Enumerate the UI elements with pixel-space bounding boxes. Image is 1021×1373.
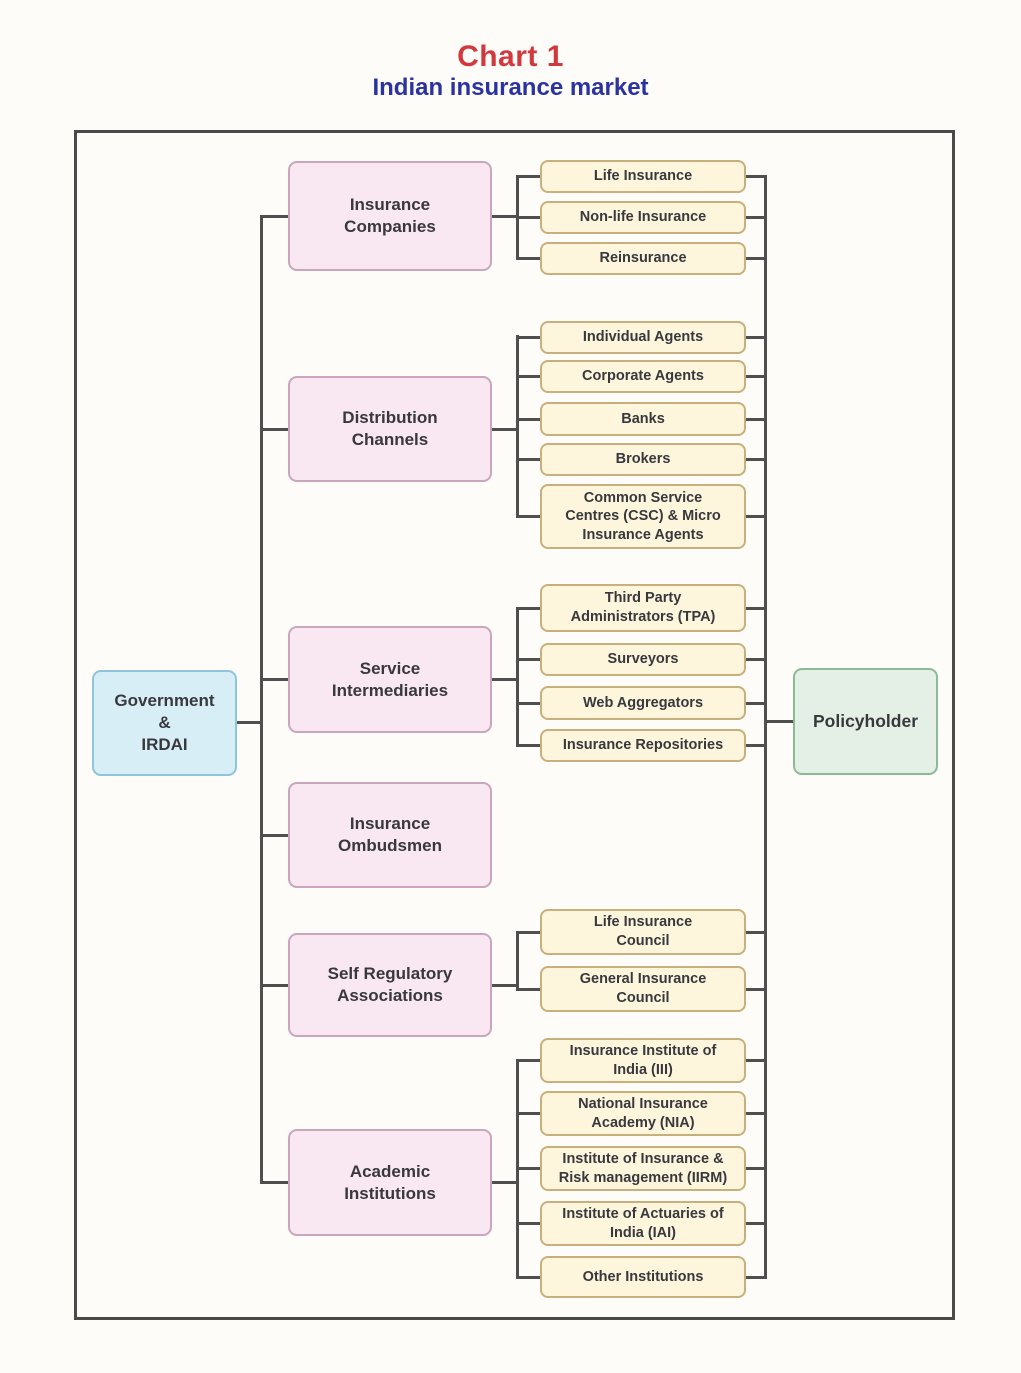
connector [516,216,540,219]
connector [746,1059,767,1062]
connector [746,458,767,461]
connector [746,988,767,991]
connector [492,1181,519,1184]
connector-rail [516,335,519,518]
connector [746,1112,767,1115]
connector [746,375,767,378]
connector [260,1181,288,1184]
connector [746,515,767,518]
leaf-corporate-agents: Corporate Agents [540,360,746,393]
connector [746,658,767,661]
node-academic-institutions: Academic Institutions [288,1129,492,1236]
node-policyholder: Policyholder [793,668,938,775]
leaf-insurance-institute-of-india: Insurance Institute of India (III) [540,1038,746,1083]
connector [516,931,540,934]
connector [746,257,767,260]
connector-sink [764,720,793,723]
connector [516,1059,540,1062]
connector [746,744,767,747]
connector-rail [516,607,519,747]
leaf-brokers: Brokers [540,443,746,476]
chart-title: Chart 1 [457,40,564,73]
chart-subtitle: Indian insurance market [372,74,649,101]
connector [260,428,288,431]
connector [516,458,540,461]
connector [260,678,288,681]
node-service-intermediaries: Service Intermediaries [288,626,492,733]
connector [746,931,767,934]
node-insurance-ombudsmen: Insurance Ombudsmen [288,782,492,888]
connector [516,1112,540,1115]
connector [746,1167,767,1170]
node-government-irdai: Government & IRDAI [92,670,237,776]
connector [746,175,767,178]
connector [516,175,540,178]
connector [746,336,767,339]
connector-collector [764,175,767,1279]
connector [492,984,519,987]
leaf-institute-insurance-risk-management: Institute of Insurance & Risk management… [540,1146,746,1191]
connector [260,984,288,987]
node-distribution-channels: Distribution Channels [288,376,492,482]
connector [746,418,767,421]
node-insurance-companies: Insurance Companies [288,161,492,271]
leaf-non-life-insurance: Non-life Insurance [540,201,746,234]
connector [516,1222,540,1225]
connector [492,215,519,218]
connector [516,1167,540,1170]
leaf-third-party-administrators: Third Party Administrators (TPA) [540,584,746,632]
connector-rail [516,931,519,991]
connector [492,428,519,431]
connector [516,257,540,260]
leaf-banks: Banks [540,402,746,436]
leaf-reinsurance: Reinsurance [540,242,746,275]
connector [260,834,288,837]
connector-trunk [260,215,263,1184]
connector [516,744,540,747]
leaf-insurance-repositories: Insurance Repositories [540,729,746,762]
connector [516,375,540,378]
connector [516,702,540,705]
connector [746,1222,767,1225]
leaf-general-insurance-council: General Insurance Council [540,966,746,1012]
connector [516,336,540,339]
connector [516,658,540,661]
leaf-common-service-centres: Common Service Centres (CSC) & Micro Ins… [540,484,746,549]
connector [516,418,540,421]
leaf-web-aggregators: Web Aggregators [540,686,746,720]
leaf-institute-of-actuaries: Institute of Actuaries of India (IAI) [540,1201,746,1246]
leaf-individual-agents: Individual Agents [540,321,746,354]
connector-root-trunk [237,721,263,724]
leaf-life-insurance: Life Insurance [540,160,746,193]
connector [492,678,519,681]
leaf-life-insurance-council: Life Insurance Council [540,909,746,955]
node-self-regulatory-associations: Self Regulatory Associations [288,933,492,1037]
connector [516,515,540,518]
connector [746,1276,767,1279]
connector [516,988,540,991]
leaf-surveyors: Surveyors [540,643,746,676]
connector [746,702,767,705]
connector [746,216,767,219]
diagram-frame [74,130,955,1320]
connector [746,607,767,610]
connector [260,215,288,218]
leaf-national-insurance-academy: National Insurance Academy (NIA) [540,1091,746,1136]
leaf-other-institutions: Other Institutions [540,1256,746,1298]
connector [516,607,540,610]
connector [516,1276,540,1279]
